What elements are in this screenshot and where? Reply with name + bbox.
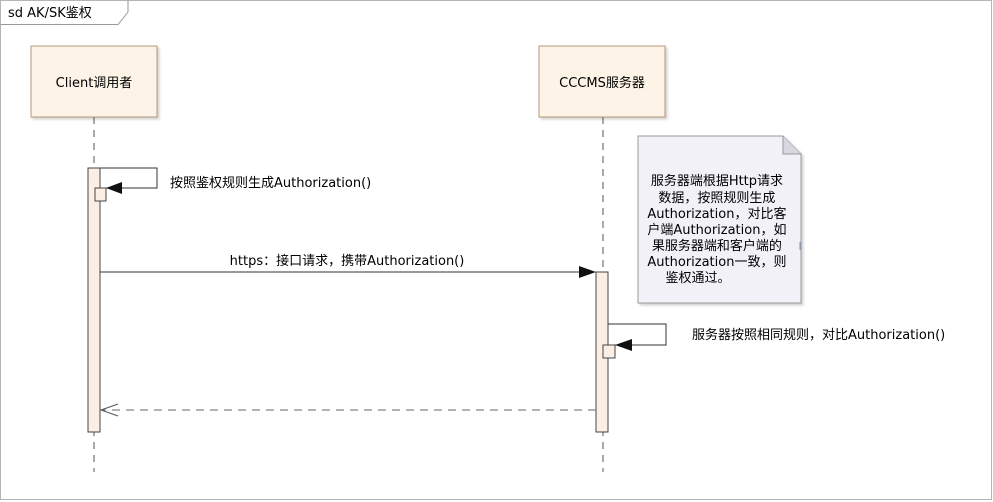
message-request-label: https：接口请求，携带Authorization() (230, 253, 465, 269)
arrowhead-icon (579, 266, 596, 278)
note-line: 数据，按照规则生成 (658, 191, 775, 206)
arrowhead-icon (106, 182, 122, 194)
note-line: 户端Authorization，如 (647, 222, 786, 238)
note-line: Authorization一致，则 (647, 255, 786, 270)
client-self-activation (94, 187, 107, 202)
note-line: Authorization，对比客 (647, 206, 786, 222)
note[interactable]: 服务器端根据Http请求 数据，按照规则生成 Authorization，对比客… (637, 135, 802, 304)
message-self-server[interactable]: 服务器按照相同规则，对比Authorization() (608, 323, 945, 351)
participant-server-label: CCCMS服务器 (559, 75, 645, 91)
note-text: 服务器端根据Http请求 数据，按照规则生成 Authorization，对比客… (647, 173, 790, 286)
note-line: 果服务器端和客户端的 (652, 238, 782, 254)
message-self-server-label: 服务器按照相同规则，对比Authorization() (692, 327, 945, 343)
note-line: 服务器端根据Http请求 (651, 173, 783, 189)
client-activation (87, 167, 101, 433)
participant-client-label: Client调用者 (56, 76, 133, 91)
message-self-client-label: 按照鉴权规则生成Authorization() (170, 175, 371, 191)
participant-server[interactable]: CCCMS服务器 (538, 45, 666, 118)
server-self-activation (602, 344, 616, 359)
message-request[interactable]: https：接口请求，携带Authorization() (100, 253, 596, 278)
arrowhead-icon (615, 339, 632, 351)
note-line: 鉴权通过。 (665, 270, 730, 286)
participant-client[interactable]: Client调用者 (30, 45, 158, 118)
message-reply[interactable] (99, 403, 596, 417)
message-self-client[interactable]: 按照鉴权规则生成Authorization() (100, 167, 371, 194)
open-arrowhead-icon (99, 403, 119, 417)
frame-title: sd AK/SK鉴权 (8, 5, 92, 21)
